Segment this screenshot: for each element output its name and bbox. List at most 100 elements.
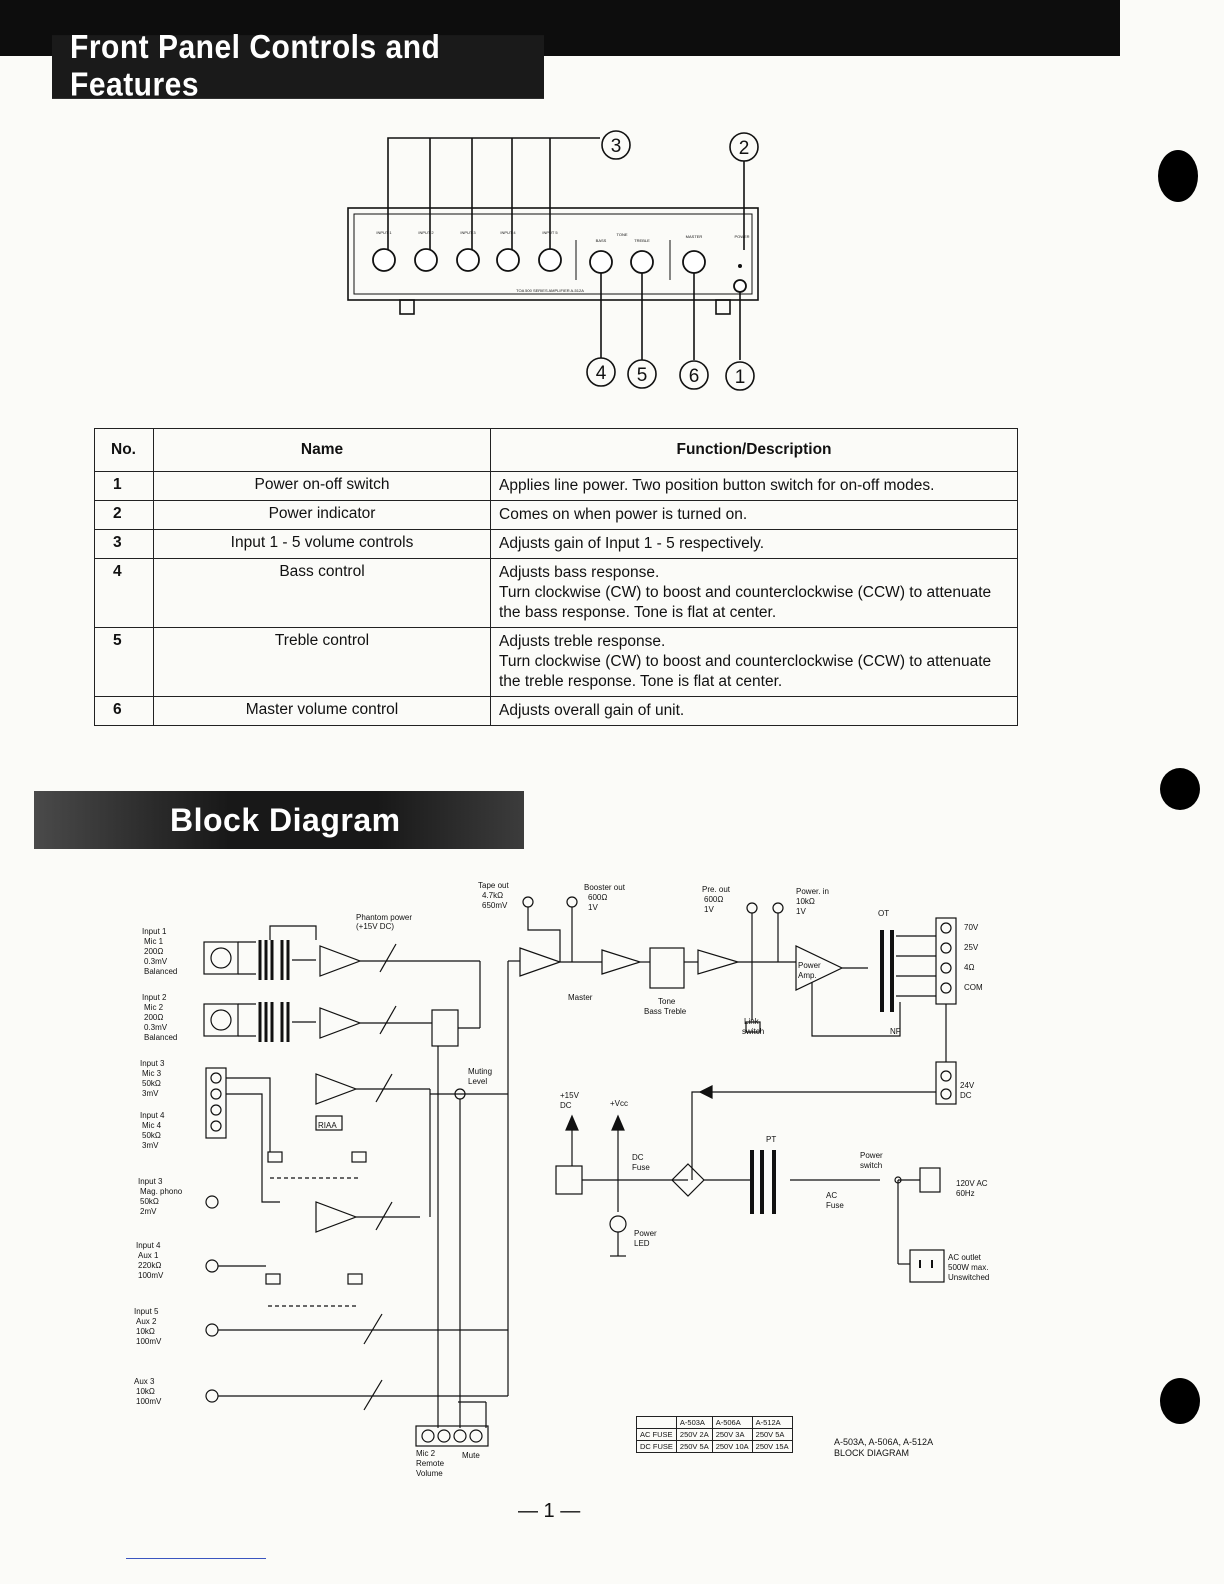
caption-models: A-503A, A-506A, A-512A <box>834 1437 934 1447</box>
input-3-spec: 3mV <box>142 1089 159 1098</box>
fuse-cell: 250V 10A <box>711 1440 753 1453</box>
caption-title: BLOCK DIAGRAM <box>834 1448 910 1458</box>
footer-underline <box>126 1558 266 1559</box>
punch-hole-mark <box>1158 150 1198 202</box>
output-25v: 25V <box>964 943 979 952</box>
tape-out-spec: 4.7kΩ <box>482 891 503 900</box>
power-switch-label: switch <box>860 1161 882 1170</box>
callout-4: 4 <box>596 363 607 384</box>
pre-out-label: Pre. out <box>702 885 731 894</box>
fuse-col: A-503A <box>675 1416 713 1429</box>
knob-label-bass: BASS <box>596 238 607 243</box>
section-title-front-panel: Front Panel Controls and Features <box>52 30 544 103</box>
output-4ohm: 4Ω <box>964 963 974 972</box>
description-line: Adjusts gain of Input 1 - 5 respectively… <box>499 535 765 552</box>
ac-outlet-label: 500W max. <box>948 1263 988 1272</box>
row-number: 3 <box>94 529 154 559</box>
power-in-spec: 10kΩ <box>796 897 815 906</box>
input-4-aux-spec: Aux 1 <box>138 1251 159 1260</box>
v15-label: DC <box>560 1101 572 1110</box>
vcc-label: +Vcc <box>610 1099 628 1108</box>
row-name: Power indicator <box>153 500 491 530</box>
input-3-phono-spec: 50kΩ <box>140 1197 159 1206</box>
aux-3-spec: 10kΩ <box>136 1387 155 1396</box>
input-4-aux-spec: 100mV <box>138 1271 164 1280</box>
nf-label: NF <box>890 1027 901 1036</box>
fuse-cell: 250V 15A <box>751 1440 793 1453</box>
description-line: Turn clockwise (CW) to boost and counter… <box>499 584 992 601</box>
tone-label: TONE <box>616 232 627 237</box>
header-name: Name <box>153 428 491 472</box>
input-2-spec: Balanced <box>144 1033 177 1042</box>
punch-hole-mark <box>1160 768 1200 810</box>
fuse-table: A-503A A-506A A-512A AC FUSE 250V 2A 250… <box>636 1416 793 1453</box>
description-line: Comes on when power is turned on. <box>499 506 748 523</box>
row-name: Bass control <box>153 558 491 628</box>
front-panel-diagram: 3 2 4 5 6 1 INPUT 1 INPUT 2 INPUT 3 INPU… <box>347 130 759 391</box>
knob-label-input2: INPUT 2 <box>418 230 434 235</box>
power-amp-label: Amp. <box>798 971 817 980</box>
output-com: COM <box>964 983 983 992</box>
fuse-cell: 250V 3A <box>711 1428 753 1441</box>
ac-fuse-label: AC <box>826 1191 837 1200</box>
ac-outlet-label: Unswitched <box>948 1273 989 1282</box>
input-5-title: Input 5 <box>134 1307 159 1316</box>
volume-label: Volume <box>416 1469 443 1478</box>
input-4-aux-spec: 220kΩ <box>138 1261 161 1270</box>
input-3-phono-title: Input 3 <box>138 1177 163 1186</box>
knob-label-input3: INPUT 3 <box>460 230 476 235</box>
input-2-title: Input 2 <box>142 993 167 1002</box>
power-label: POWER <box>734 234 749 239</box>
input-3-phono-spec: 2mV <box>140 1207 157 1216</box>
booster-out-spec: 600Ω <box>588 893 607 902</box>
row-name: Master volume control <box>153 696 491 726</box>
power-amp-label: Power <box>798 961 821 970</box>
input-4-spec: 3mV <box>142 1141 159 1150</box>
input-5-spec: 100mV <box>136 1337 162 1346</box>
knob-label-treble: TREBLE <box>634 238 650 243</box>
knob-label-input1: INPUT 1 <box>376 230 392 235</box>
link-switch-label: switch <box>742 1027 764 1036</box>
header-no: No. <box>94 428 154 472</box>
muting-label: Level <box>468 1077 487 1086</box>
input-3-title: Input 3 <box>140 1059 165 1068</box>
input-5-spec: 10kΩ <box>136 1327 155 1336</box>
input-3-spec: 50kΩ <box>142 1079 161 1088</box>
input-3-phono-spec: Mag. phono <box>140 1187 183 1196</box>
output-70v: 70V <box>964 923 979 932</box>
muting-label: Muting <box>468 1067 492 1076</box>
pre-out-spec: 1V <box>704 905 714 914</box>
punch-hole-mark <box>1160 1378 1200 1424</box>
dc-24v-label: DC <box>960 1091 972 1100</box>
bass-treble-label: Bass Treble <box>644 1007 687 1016</box>
fuse-cell: 250V 5A <box>675 1440 713 1453</box>
input-1-spec: Mic 1 <box>144 937 164 946</box>
input-4-title: Input 4 <box>140 1111 165 1120</box>
row-description: Comes on when power is turned on. <box>490 500 1018 530</box>
callout-5: 5 <box>637 365 648 386</box>
page-number: — 1 — <box>518 1500 581 1522</box>
block-diagram-caption: A-503A, A-506A, A-512A BLOCK DIAGRAM <box>834 1437 933 1459</box>
input-1-spec: 0.3mV <box>144 957 168 966</box>
link-switch-label: Link <box>744 1017 760 1026</box>
dc-24v-label: 24V <box>960 1081 975 1090</box>
aux-3-spec: 100mV <box>136 1397 162 1406</box>
callout-3: 3 <box>611 136 622 157</box>
description-line: Turn clockwise (CW) to boost and counter… <box>499 653 992 670</box>
input-5-spec: Aux 2 <box>136 1317 157 1326</box>
row-name: Power on-off switch <box>153 471 491 501</box>
description-line: the bass response. Tone is flat at cente… <box>499 604 777 621</box>
fuse-col: A-512A <box>751 1416 793 1429</box>
fuse-col: A-506A <box>711 1416 753 1429</box>
fuse-row-label: DC FUSE <box>636 1440 677 1453</box>
input-4-spec: 50kΩ <box>142 1131 161 1140</box>
callout-2: 2 <box>739 138 750 159</box>
tape-out-label: Tape out <box>478 881 509 890</box>
power-in-label: Power. in <box>796 887 829 896</box>
fuse-cell: 250V 5A <box>751 1428 793 1441</box>
row-number: 6 <box>94 696 154 726</box>
